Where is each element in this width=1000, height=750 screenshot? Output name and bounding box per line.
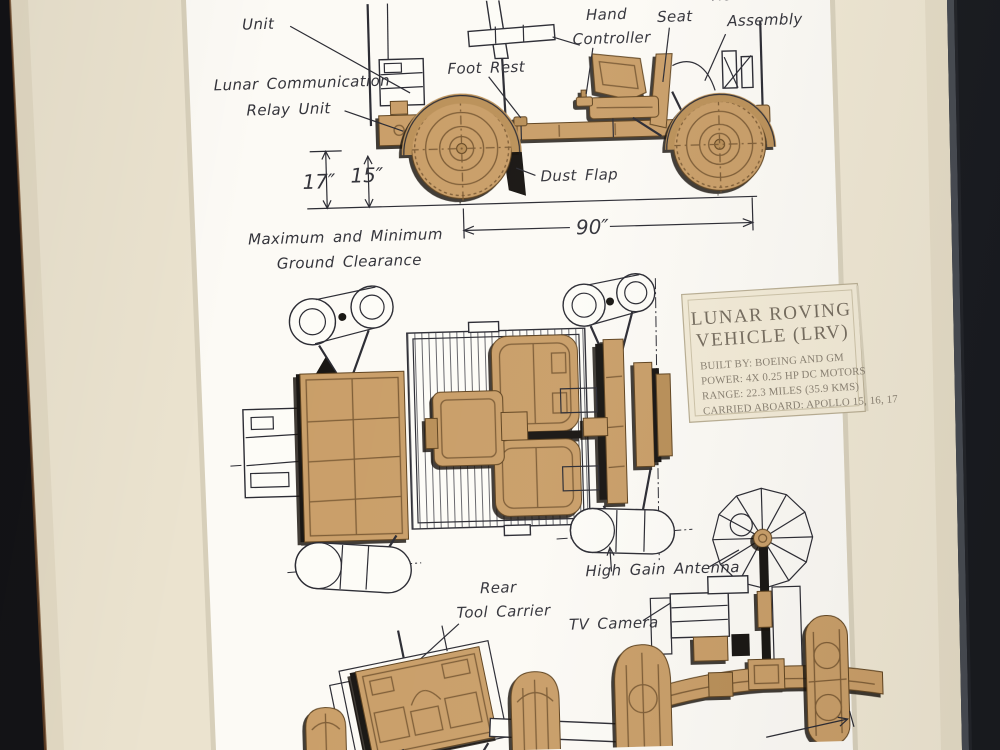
label-unit: Unit bbox=[242, 15, 275, 34]
dim-15: 15″ bbox=[350, 163, 384, 188]
rear-view-wheel-right bbox=[510, 671, 562, 750]
dimension-90: 90″ bbox=[462, 197, 755, 239]
top-view bbox=[230, 273, 693, 594]
label-high-gain-antenna: High Gain Antenna bbox=[585, 558, 740, 580]
label-dust-flap: Dust Flap bbox=[540, 165, 618, 185]
label-foot-rest: Foot Rest bbox=[447, 58, 526, 78]
high-gain-antenna-dish bbox=[712, 487, 814, 589]
plan-wheel-bottom-right bbox=[569, 507, 676, 555]
label-rear-pallet: Rear Pallet bbox=[711, 0, 801, 5]
label-tool-carrier: Tool Carrier bbox=[456, 601, 551, 622]
label-rear: Rear bbox=[480, 578, 518, 597]
seats-plan bbox=[424, 334, 583, 517]
label-hand: Hand bbox=[586, 5, 628, 24]
label-lunar-communication: Lunar Communication bbox=[214, 72, 391, 95]
front-view-wheel-right bbox=[804, 615, 851, 747]
antenna-platform bbox=[467, 23, 580, 48]
title-plate: LUNAR ROVING VEHICLE (LRV) BUILT BY: BOE… bbox=[681, 282, 899, 423]
rear-view: Rear Tool Carrier bbox=[305, 578, 621, 750]
front-view: High Gain Antenna TV Camera bbox=[569, 487, 884, 750]
folded-wheel-right bbox=[562, 273, 656, 361]
rear-view-wheel-left bbox=[305, 707, 348, 750]
deck-rungs-2 bbox=[561, 465, 600, 492]
lcru-plan bbox=[242, 397, 312, 510]
rear-wheel bbox=[665, 92, 777, 193]
rear-deck-strips bbox=[582, 338, 673, 505]
side-view: Unit Lunar Communication Relay Unit Foot… bbox=[214, 0, 804, 273]
front-view-wheel-left bbox=[614, 644, 674, 750]
folded-wheel-left bbox=[288, 285, 394, 380]
label-controller: Controller bbox=[572, 28, 651, 48]
front-wheel bbox=[401, 93, 522, 201]
label-relay-unit: Relay Unit bbox=[246, 99, 331, 119]
deck-rungs-1 bbox=[559, 387, 598, 414]
label-assembly: Assembly bbox=[726, 10, 804, 30]
lcru-box bbox=[378, 57, 426, 116]
label-ground-clearance: Ground Clearance bbox=[277, 251, 423, 273]
label-tv-camera: TV Camera bbox=[569, 613, 659, 633]
label-seat: Seat bbox=[657, 7, 694, 26]
forward-equipment-panel bbox=[295, 370, 410, 543]
plan-wheel-bottom-left bbox=[294, 541, 412, 594]
label-max-min: Maximum and Minimum bbox=[248, 225, 443, 248]
dim-17: 17″ bbox=[302, 169, 336, 194]
dim-90: 90″ bbox=[576, 214, 610, 239]
dimension-clearance: 17″ 15″ bbox=[302, 149, 758, 210]
